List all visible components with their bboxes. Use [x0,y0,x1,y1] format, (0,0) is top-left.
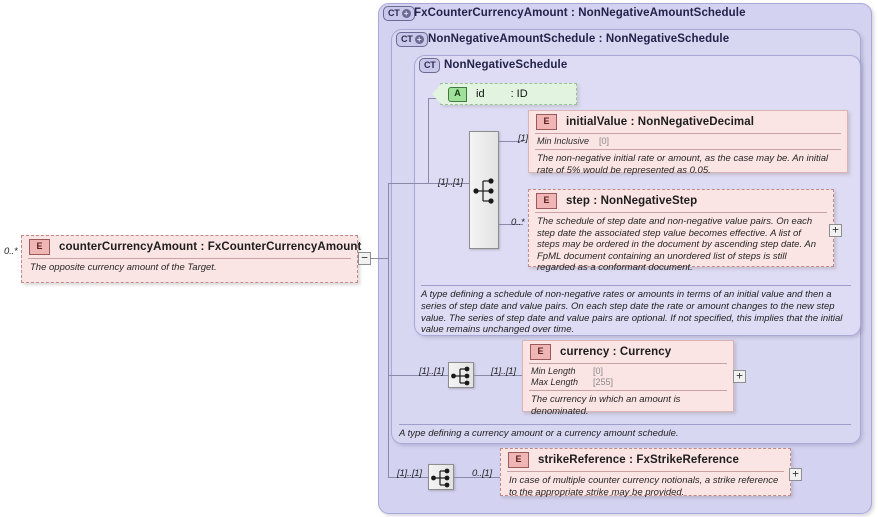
element-doc: The schedule of step date and non-negati… [537,216,817,273]
element-doc: In case of multiple counter currency not… [509,475,779,498]
expand-toggle-step[interactable]: + [829,224,842,237]
divider [535,212,827,213]
sequence-icon [431,468,450,488]
element-currency[interactable]: E currency : Currency Min Length [0] Max… [522,340,734,417]
cardinality-strikereference: 0..[1] [472,468,492,479]
cardinality-seq-inner: [1]..[1] [438,177,463,188]
element-strikereference[interactable]: E strikeReference : FxStrikeReference In… [500,448,791,498]
connector-line [388,258,389,477]
element-header: E step : NonNegativeStep [529,190,833,212]
element-title: initialValue : NonNegativeDecimal [566,116,754,128]
facet-row: Min Inclusive [0] [537,136,839,147]
connector-line [428,98,429,183]
connector-line [388,477,428,478]
facet-label: Max Length [531,377,579,387]
sequence-compositor-currency[interactable] [448,362,474,388]
ct-badge-nonnegativeamountschedule[interactable]: CT+ [396,32,428,47]
collapse-toggle-countercurrencyamount[interactable]: − [358,252,371,265]
cardinality-countercurrencyamount: 0..* [4,246,18,257]
facet-list: Min Length [0] Max Length [255] [523,364,733,390]
connector-line [454,477,502,478]
element-title: currency : Currency [560,346,672,358]
connector-line [474,375,522,376]
cardinality-step: 0..* [511,217,525,228]
element-header: E counterCurrencyAmount : FxCounterCurre… [22,236,361,258]
divider [28,258,351,259]
element-icon: E [530,344,551,360]
divider [507,471,784,472]
element-title: step : NonNegativeStep [566,195,698,207]
plus-icon: + [401,9,411,18]
facet-row: Max Length [255] [531,377,725,388]
element-countercurrencyamount[interactable]: E counterCurrencyAmount : FxCounterCurre… [21,235,361,283]
element-icon: E [536,114,557,130]
attribute-type: : ID [510,88,528,100]
container-title-nonnegativeamountschedule: NonNegativeAmountSchedule : NonNegativeS… [428,33,730,45]
connector-line [388,375,448,376]
sequence-compositor-strike[interactable] [428,464,454,490]
ct-badge-label: CT [388,8,400,18]
container-title-nonnegativeschedule: NonNegativeSchedule [444,59,568,71]
element-icon: E [536,193,557,209]
element-title: strikeReference : FxStrikeReference [538,454,740,466]
element-icon: E [508,452,529,468]
ct-badge-label: CT [401,34,413,44]
ct-badge-fxcountercurrencyamount[interactable]: CT+ [383,6,415,21]
cardinality-seq-strike-in: [1]..[1] [397,468,422,479]
connector-line [499,224,523,225]
divider [529,363,727,364]
facet-label: Min Inclusive [537,136,590,146]
attribute-icon: A [448,86,467,102]
element-doc: The currency in which an amount is denom… [531,394,681,417]
element-title: counterCurrencyAmount : FxCounterCurrenc… [59,241,362,253]
connector-line [499,141,523,142]
element-icon: E [29,239,50,255]
sequence-icon [473,178,494,204]
attribute-pointer [432,84,441,104]
connector-line [388,183,403,184]
facet-value: [0] [593,366,604,376]
attribute-id[interactable]: A id : ID [432,83,577,105]
cardinality-seq-currency-in: [1]..[1] [419,366,444,377]
element-doc: The non-negative initial rate or amount,… [537,153,829,176]
divider [529,390,727,391]
facet-list: Min Inclusive [0] [529,134,847,149]
cardinality-currency: [1]..[1] [491,366,516,377]
sequence-icon [451,366,470,386]
expand-toggle-strikereference[interactable]: + [789,468,802,481]
facet-value: [0] [599,136,610,146]
facet-value: [255] [593,377,614,387]
attribute-name: id [476,88,485,100]
element-header: E strikeReference : FxStrikeReference [501,449,790,471]
ct-badge-nonnegativeschedule[interactable]: CT [419,58,440,73]
sequence-compositor-inner[interactable] [469,131,499,249]
connector-line [403,183,469,184]
container-title-fxcountercurrencyamount: FxCounterCurrencyAmount : NonNegativeAmo… [414,7,746,19]
connector-line [388,183,389,259]
container-doc-nonnegativeschedule: A type defining a schedule of non-negati… [421,285,851,336]
facet-label: Min Length [531,366,576,376]
element-initialvalue[interactable]: E initialValue : NonNegativeDecimal Min … [528,110,848,176]
connector-line [371,258,388,259]
element-header: E initialValue : NonNegativeDecimal [529,111,847,133]
element-header: E currency : Currency [523,341,733,363]
divider [535,149,841,150]
plus-icon: + [414,35,424,44]
expand-toggle-currency[interactable]: + [733,370,746,383]
divider [535,133,841,134]
container-doc-nonnegativeamountschedule: A type defining a currency amount or a c… [399,424,851,440]
element-step[interactable]: E step : NonNegativeStep The schedule of… [528,189,834,273]
element-doc: The opposite currency amount of the Targ… [30,262,217,273]
facet-row: Min Length [0] [531,366,725,377]
ct-badge-label: CT [424,60,436,70]
